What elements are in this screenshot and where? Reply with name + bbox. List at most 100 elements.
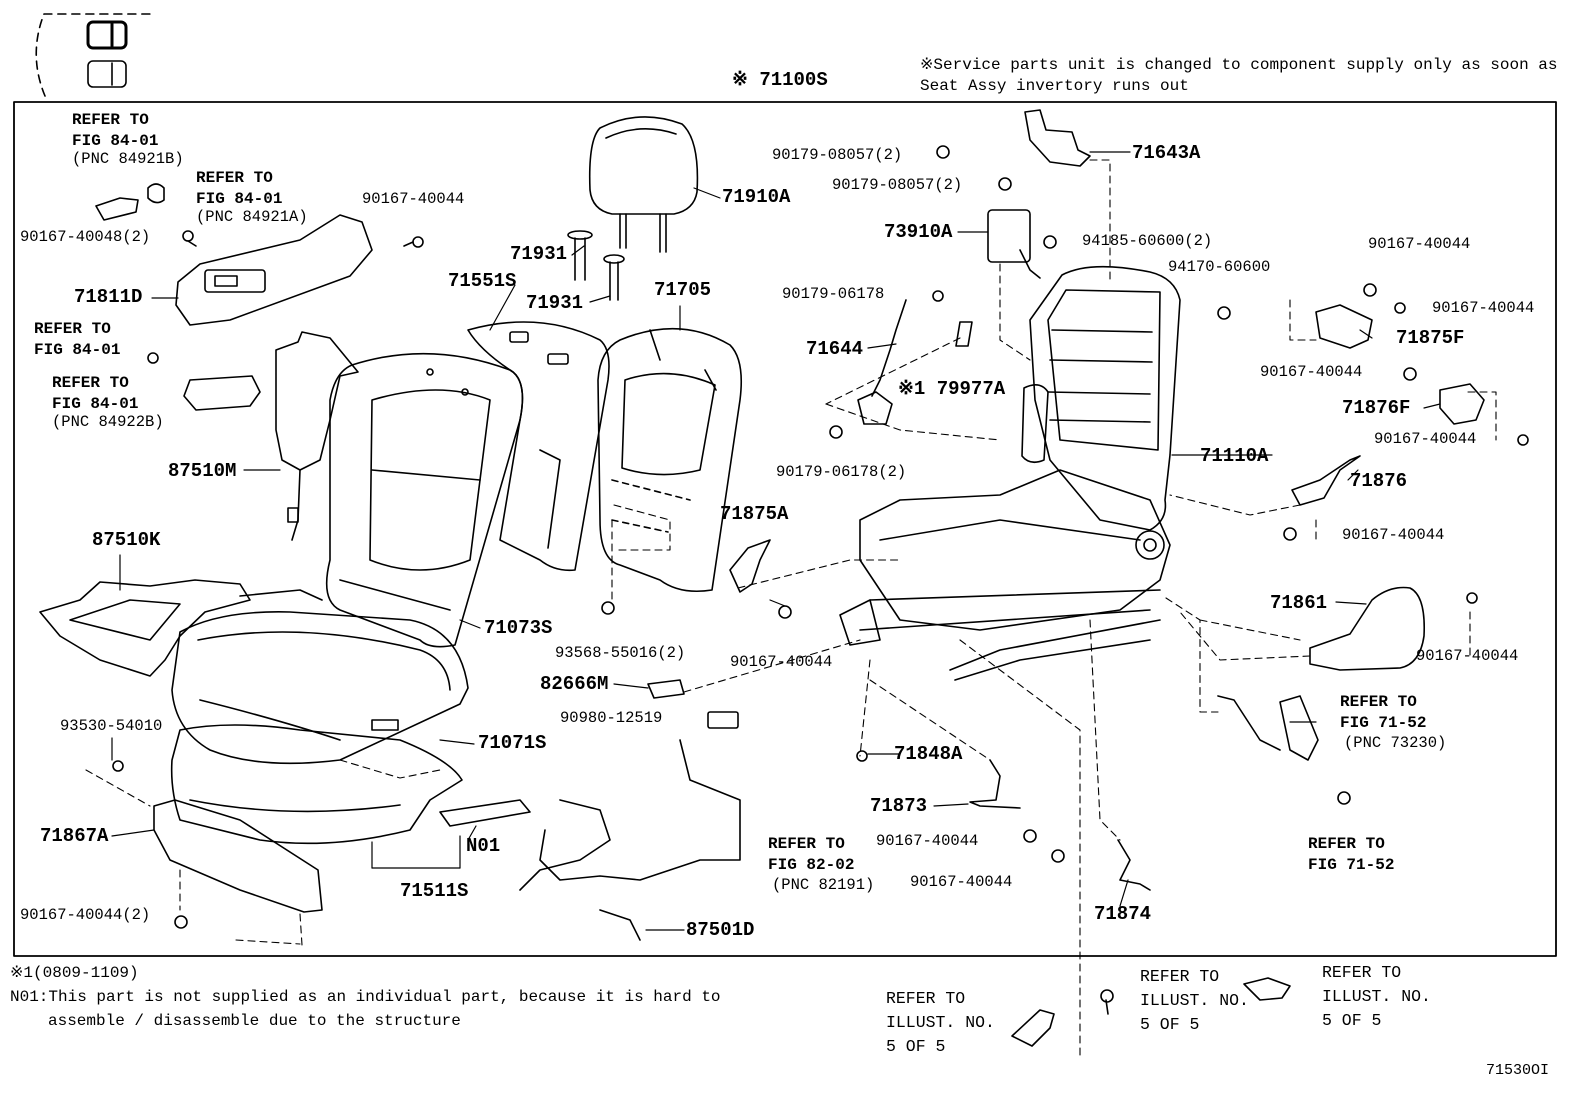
fastener-label[interactable]: 90179-08057(2) (772, 146, 903, 164)
refer-to-pnc: (PNC 84922B) (52, 413, 164, 431)
refer-to-page: 5 OF 5 (1322, 1011, 1382, 1030)
fastener-label[interactable]: 93530-54010 (60, 717, 163, 735)
refer-to-label[interactable]: REFER TO (196, 169, 273, 187)
seatback-heater-drawing (275, 331, 359, 541)
figure-code: 71530OI (1486, 1062, 1550, 1079)
part-label-71811D[interactable]: 71811D (74, 286, 143, 308)
refer-to-figure[interactable]: FIG 84-01 (34, 341, 121, 359)
refer-to-figure[interactable]: FIG 84-01 (72, 132, 159, 150)
part-label-71071S[interactable]: 71071S (478, 732, 547, 754)
refer-to-label[interactable]: REFER TO (1140, 967, 1220, 986)
part-label-71875A[interactable]: 71875A (720, 503, 789, 525)
part-label-87501D[interactable]: 87501D (686, 919, 755, 941)
fastener-label[interactable]: 90167-40044 (1368, 235, 1471, 253)
fastener-label[interactable]: 90980-12519 (560, 709, 663, 727)
headrest-guide-drawing (567, 230, 625, 301)
part-label-71848A[interactable]: 71848A (894, 743, 963, 765)
refer-to-label[interactable]: REFER TO (768, 835, 845, 853)
diagram-frame (13, 101, 1557, 957)
part-label-71867A[interactable]: 71867A (40, 825, 109, 847)
seat-location-icon (35, 13, 151, 97)
refer-to-figure[interactable]: FIG 82-02 (768, 856, 855, 874)
refer-to-label[interactable]: REFER TO (1340, 693, 1417, 711)
bracket-drawing (969, 759, 1151, 891)
refer-to-label[interactable]: REFER TO (1308, 835, 1385, 853)
part-label-82666M[interactable]: 82666M (540, 673, 609, 695)
part-label-71643A[interactable]: 71643A (1132, 142, 1201, 164)
part-label-71876[interactable]: 71876 (1350, 470, 1408, 492)
refer-to-label[interactable]: REFER TO (1322, 963, 1402, 982)
part-label-71551S[interactable]: 71551S (448, 270, 517, 292)
part-label-71644[interactable]: 71644 (806, 338, 864, 360)
part-label-71931[interactable]: 71931 (526, 292, 584, 314)
part-label-71873[interactable]: 71873 (870, 795, 928, 817)
refer-to-label[interactable]: REFER TO (52, 374, 129, 392)
refer-to-figure[interactable]: FIG 84-01 (196, 190, 283, 208)
part-label-71861[interactable]: 71861 (1270, 592, 1328, 614)
fastener-label[interactable]: 90167-40044 (1416, 647, 1519, 665)
refer-to-illust[interactable]: ILLUST. NO. (886, 1013, 995, 1032)
part-label-73910A[interactable]: 73910A (884, 221, 953, 243)
part-label-87510M[interactable]: 87510M (168, 460, 237, 482)
refer-to-pnc: (PNC 73230) (1344, 734, 1447, 752)
fastener-label[interactable]: 90179-06178 (782, 285, 885, 303)
seat-frame-drawing (839, 265, 1181, 681)
part-label-71705[interactable]: 71705 (654, 279, 712, 301)
reference-parts-drawing (1011, 977, 1291, 1047)
cushion-shield-drawing (153, 799, 323, 913)
fastener-label[interactable]: 90167-40044 (1260, 363, 1363, 381)
footnote-n01: N01:This part is not supplied as an indi… (10, 988, 721, 1006)
part-label-71931[interactable]: 71931 (510, 243, 568, 265)
fastener-label[interactable]: 94185-60600(2) (1082, 232, 1213, 250)
dashed-guide-lines (85, 159, 1497, 1061)
fastener-label[interactable]: 93568-55016(2) (555, 644, 686, 662)
part-label-71110A[interactable]: 71110A (1200, 445, 1269, 467)
headrest-drawing (588, 116, 699, 253)
fastener-label[interactable]: 90167-40044 (876, 832, 979, 850)
part-label-71511S[interactable]: 71511S (400, 880, 469, 902)
seatback-pad-drawing (467, 321, 610, 572)
fastener-label[interactable]: 90167-40044 (1432, 299, 1535, 317)
seatback-cover-drawing (325, 352, 524, 648)
fastener-label[interactable]: 90167-40044 (1374, 430, 1477, 448)
fastener-label[interactable]: 90167-40044 (730, 653, 833, 671)
side-cover-drawing (729, 539, 771, 593)
part-label-71875F[interactable]: 71875F (1396, 327, 1465, 349)
part-label-71073S[interactable]: 71073S (484, 617, 553, 639)
refer-to-pnc: (PNC 84921A) (196, 208, 308, 226)
refer-to-illust[interactable]: ILLUST. NO. (1140, 991, 1249, 1010)
footnote-date-range: ※1(0809-1109) (10, 964, 139, 982)
fastener-label[interactable]: 90179-06178(2) (776, 463, 907, 481)
fastener-glyphs (112, 145, 1529, 1003)
leader-lines (111, 151, 1441, 931)
refer-to-figure[interactable]: FIG 84-01 (52, 395, 139, 413)
refer-to-label[interactable]: REFER TO (72, 111, 149, 129)
footnote-n01-cont: assemble / disassemble due to the struct… (48, 1012, 461, 1030)
cushion-cover-drawing (171, 611, 469, 765)
fastener-label[interactable]: 94170-60600 (1168, 258, 1271, 276)
part-label-71876F[interactable]: 71876F (1342, 397, 1411, 419)
cushion-heater-drawing (39, 579, 323, 677)
part-label-71910A[interactable]: 71910A (722, 186, 791, 208)
part-label-N01[interactable]: N01 (466, 835, 501, 857)
refer-to-label[interactable]: REFER TO (886, 989, 966, 1008)
lever-drawing (1291, 455, 1361, 506)
occupant-sensor-drawing (857, 299, 973, 425)
part-label-87510K[interactable]: 87510K (92, 529, 161, 551)
recliner-cover-drawing (1315, 304, 1373, 349)
refer-to-illust[interactable]: ILLUST. NO. (1322, 987, 1431, 1006)
refer-to-label[interactable]: REFER TO (34, 320, 111, 338)
fastener-label[interactable]: 90167-40044 (910, 873, 1013, 891)
fastener-label[interactable]: 90167-40044(2) (20, 906, 151, 924)
part-label-79977A[interactable]: ※1 79977A (898, 378, 1006, 400)
refer-to-figure[interactable]: FIG 71-52 (1308, 856, 1395, 874)
fastener-label[interactable]: 90167-40044 (362, 190, 465, 208)
refer-to-figure[interactable]: FIG 71-52 (1340, 714, 1427, 732)
recliner-knob-drawing (1309, 586, 1426, 671)
part-label-71874[interactable]: 71874 (1094, 903, 1152, 925)
fastener-label[interactable]: 90167-40048(2) (20, 228, 151, 246)
cover-drawing (1439, 383, 1485, 425)
refer-to-pnc: (PNC 84921B) (72, 150, 184, 168)
fastener-label[interactable]: 90179-08057(2) (832, 176, 963, 194)
fastener-label[interactable]: 90167-40044 (1342, 526, 1445, 544)
